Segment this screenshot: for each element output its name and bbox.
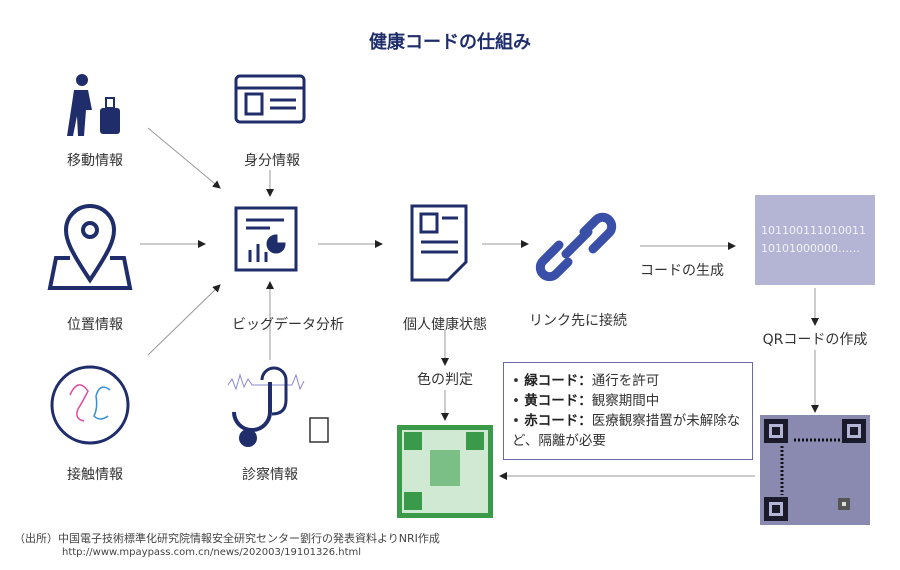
arrow-contact [147,284,221,356]
binary-line-1: 101100111010011 [761,224,866,237]
binary-line-2: 10101000000…… [761,242,860,255]
label-medical: 診察情報 [242,467,298,483]
label-movement: 移動情報 [67,153,123,169]
label-location: 位置情報 [67,317,123,333]
health-document-icon [410,204,468,282]
location-pin-icon [47,204,133,290]
link-icon [535,212,617,282]
label-contact: 接触情報 [67,467,123,483]
green-qr-code-icon [397,425,493,518]
stethoscope-icon [227,366,329,447]
traveler-icon [67,74,120,136]
label-bigdata: ビッグデータ分析 [232,317,344,333]
rule-yellow: • 黄コード：観察期間中 [512,393,660,409]
rule-red: • 赤コード：医療観察措置が未解除など、隔離が必要 [512,413,741,449]
id-card-icon [234,74,306,124]
arrow-movement [147,127,221,189]
label-qr-create: QRコードの作成 [762,332,868,348]
report-icon [234,206,298,272]
qr-code-icon [760,415,870,525]
source-note: （出所）中国電子技術標準化研究院情報安全研究センター劉行の発表資料よりNRI作成 [14,532,440,545]
label-identity: 身分情報 [244,153,300,169]
binary-data-box: 101100111010011 10101000000…… [755,195,875,285]
contact-icon [50,365,130,445]
source-url: http://www.mpaypass.com.cn/news/202003/1… [62,547,362,558]
label-health-status: 個人健康状態 [403,317,487,333]
diagram-title: 健康コードの仕組み [369,32,531,53]
label-link: リンク先に接続 [529,313,627,329]
color-rules-box: • 緑コード：通行を許可 • 黄コード：観察期間中 • 赤コード：医療観察措置が… [503,362,753,460]
label-color-judge: 色の判定 [417,372,473,388]
rule-green: • 緑コード：通行を許可 [512,373,660,389]
label-code-gen: コードの生成 [640,263,724,279]
